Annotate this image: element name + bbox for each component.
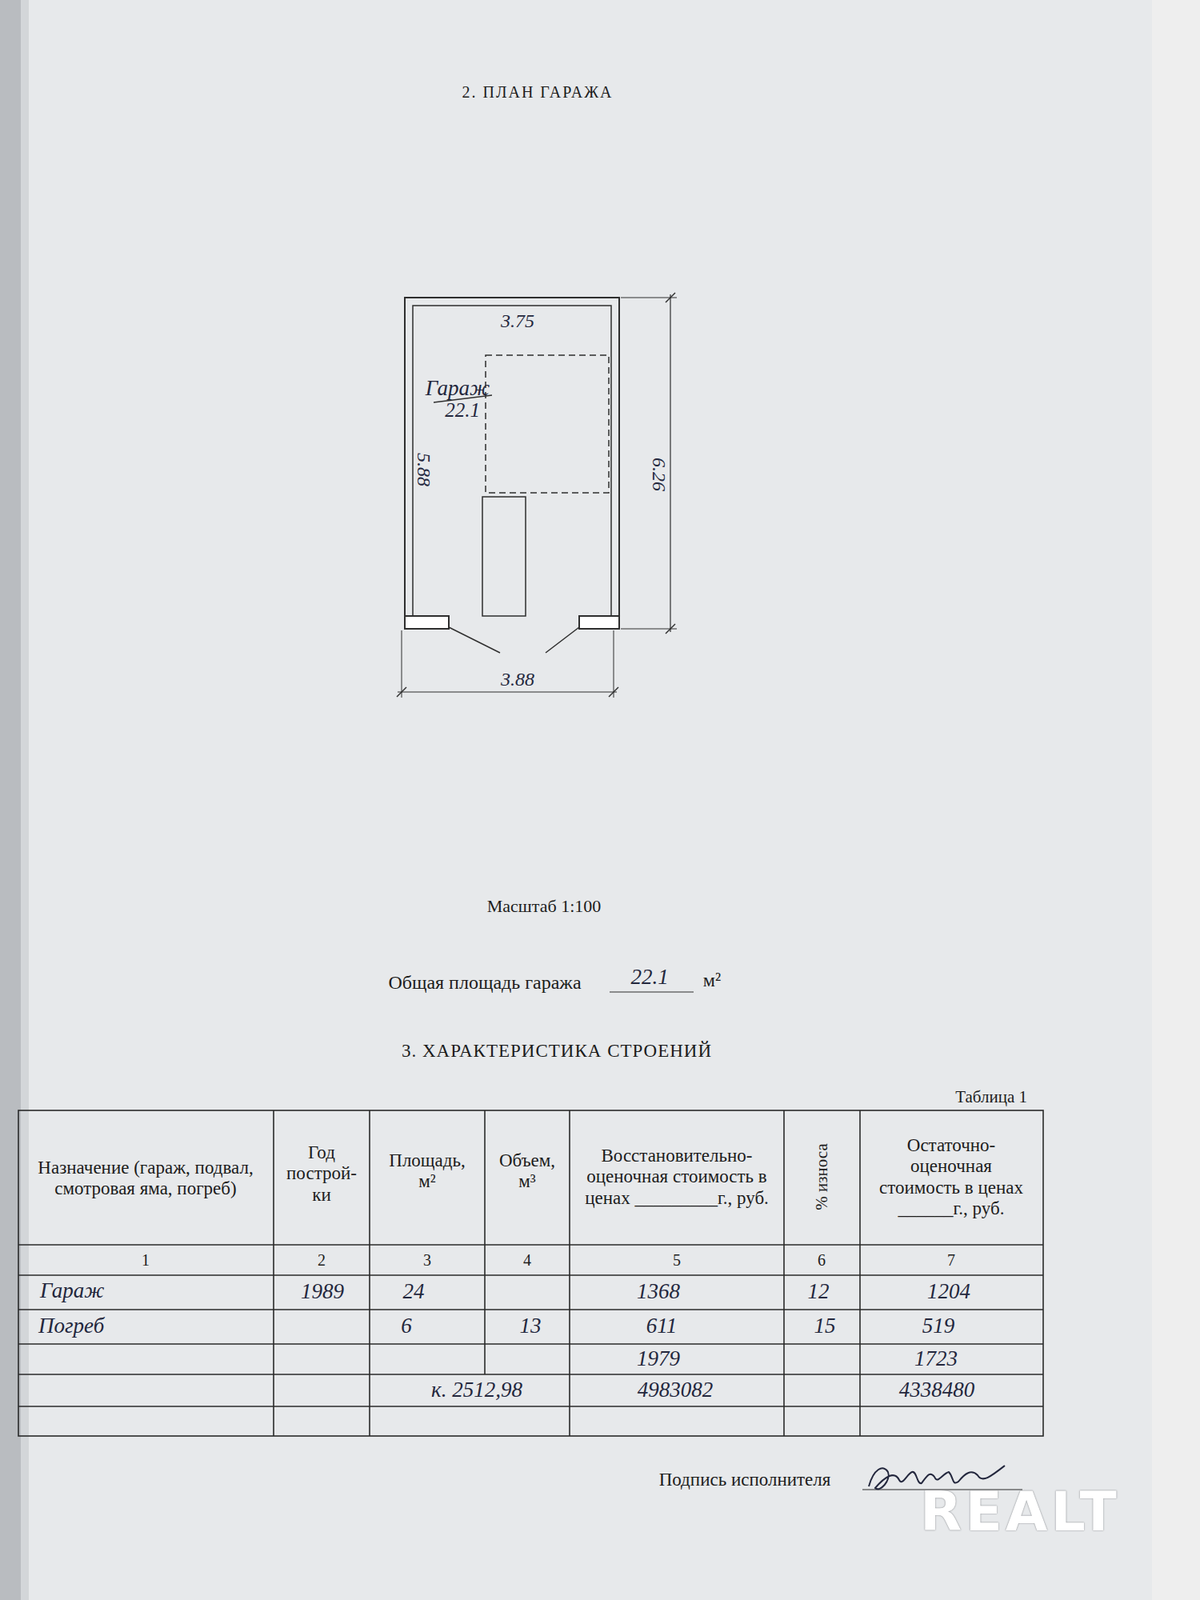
dimension: 3.75	[500, 310, 535, 333]
dimension: 3.88	[500, 668, 535, 692]
table-rule	[484, 1110, 486, 1375]
table-cell: 4983082	[637, 1377, 714, 1403]
gate-leaf	[448, 627, 500, 653]
column-number: 1	[141, 1251, 150, 1270]
table-cell: 1368	[636, 1279, 680, 1304]
area-value: 22.1	[630, 964, 668, 990]
paper-fold-shade	[20, 0, 29, 1600]
watermark: REALT	[920, 1480, 1120, 1544]
column-header: Год построй- ки	[277, 1142, 366, 1206]
column-number: 5	[672, 1251, 681, 1270]
column-header: Площадь, м²	[378, 1150, 476, 1193]
column-number: 7	[947, 1251, 956, 1270]
outer-wall	[404, 297, 620, 629]
room-area: 22.1	[444, 399, 480, 423]
table-rule	[859, 1110, 861, 1436]
table-cell: 519	[922, 1313, 956, 1339]
door-jamb	[404, 616, 449, 629]
door-jamb	[579, 616, 620, 629]
extension-line	[613, 630, 615, 698]
table-border	[18, 1110, 1044, 1436]
dimension-line	[397, 691, 617, 692]
dimension-tick	[396, 687, 407, 697]
table-cell: 1204	[927, 1279, 971, 1304]
column-number: 3	[423, 1251, 432, 1270]
page-heading: 2. ПЛАН ГАРАЖА	[461, 83, 613, 102]
paper-fold	[0, 0, 21, 1600]
dimension-line	[669, 294, 671, 632]
dimension-tick	[665, 624, 676, 634]
table-rule	[18, 1274, 1044, 1276]
table-cell: 611	[646, 1313, 678, 1339]
table-cell: 12	[808, 1279, 830, 1304]
table-caption: Таблица 1	[955, 1087, 1028, 1107]
column-number: 4	[523, 1251, 532, 1270]
column-header: % износа	[812, 1143, 832, 1210]
room-name: Гараж	[425, 376, 490, 401]
column-number: 2	[317, 1251, 326, 1270]
table-cell: 15	[814, 1313, 836, 1339]
inspection-pit	[482, 496, 526, 616]
column-header: Объем, м³	[490, 1150, 564, 1193]
extension-line	[620, 297, 677, 299]
room-outline: Гараж22.1	[404, 297, 901, 726]
table-cell: 4338480	[899, 1377, 976, 1403]
dimension-tick	[665, 292, 676, 303]
inner-wall	[412, 305, 612, 616]
signature-caption: Подпись исполнителя	[659, 1469, 832, 1491]
table-cell: Гараж	[40, 1278, 104, 1304]
table-rule	[783, 1110, 785, 1436]
table-cell: 6	[400, 1313, 412, 1339]
table-cell: 1979	[636, 1346, 680, 1372]
table-rule	[568, 1110, 571, 1436]
table-cell: 1723	[914, 1346, 958, 1372]
table-top	[1152, 0, 1200, 1600]
table-rule	[272, 1110, 275, 1436]
column-header: Остаточно- оценочная стоимость в ценах _…	[875, 1135, 1028, 1220]
table-rule	[18, 1373, 1044, 1376]
column-header: Восстановительно- оценочная стоимость в …	[580, 1145, 774, 1209]
table-cell: 13	[520, 1313, 542, 1339]
scale-note: Масштаб 1:100	[487, 896, 601, 916]
section-heading: 3. ХАРАКТЕРИСТИКА СТРОЕНИЙ	[401, 1040, 712, 1062]
table-rule	[18, 1244, 1044, 1246]
gate-leaf	[545, 627, 580, 653]
column-number: 6	[817, 1251, 826, 1270]
table-rule	[368, 1110, 371, 1436]
unit: м²	[703, 969, 721, 992]
extension-line	[401, 630, 403, 698]
dimension: 6.26	[647, 457, 670, 492]
dimension-tick	[608, 687, 619, 697]
table-cell: 1989	[300, 1279, 344, 1304]
dimension: 5.88	[412, 452, 435, 487]
table-cell: 24	[403, 1279, 425, 1304]
extension-line	[620, 628, 677, 630]
table-cell: к. 2512,98	[431, 1377, 523, 1403]
table-cell: Погреб	[38, 1313, 104, 1339]
column-header: Назначение (гараж, подвал, смотровая яма…	[37, 1157, 254, 1200]
area-caption: Общая площадь гаража	[388, 972, 581, 995]
fill-in-line	[609, 991, 694, 992]
car-outline	[485, 355, 609, 493]
table-rule	[18, 1308, 1044, 1311]
table-rule	[18, 1405, 1044, 1408]
table-rule	[18, 1343, 1044, 1345]
